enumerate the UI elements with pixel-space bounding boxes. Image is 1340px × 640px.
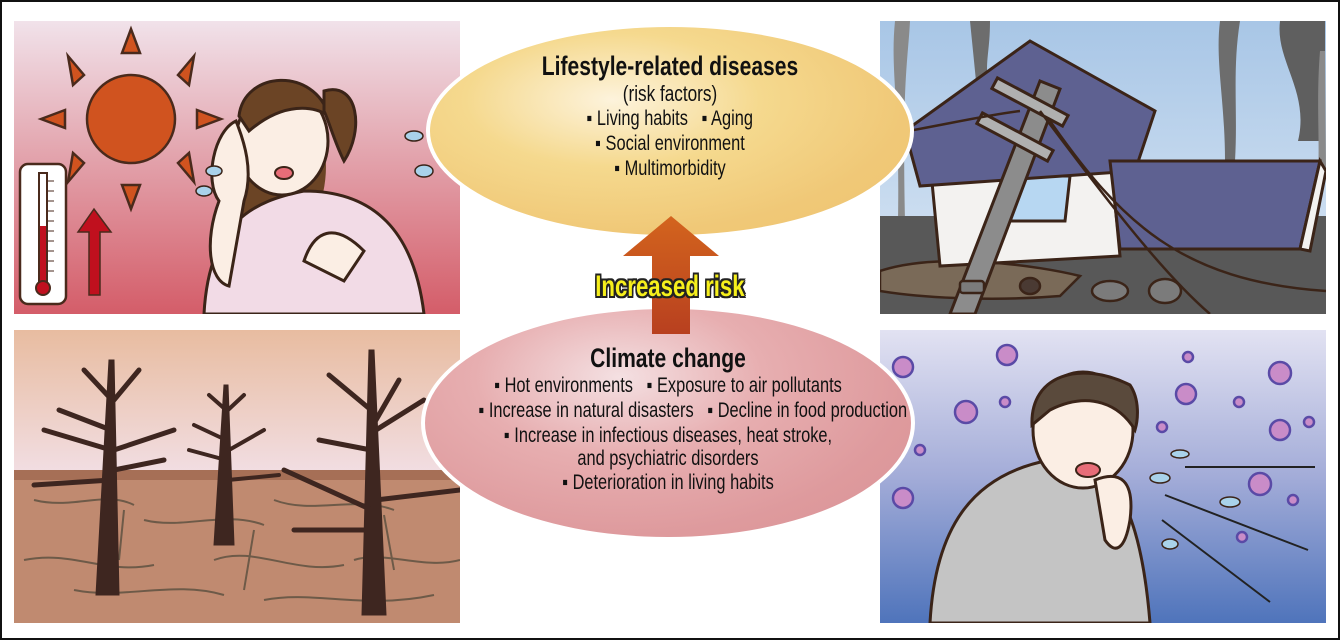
risk-factor-item: ▪ Multimorbidity [614, 157, 726, 180]
climate-factor-item: ▪ Deterioration in living habits [562, 471, 774, 494]
heat-stroke-panel [14, 21, 460, 314]
rising-arrow-icon [76, 207, 113, 296]
risk-factor-item: ▪ Social environment [595, 132, 745, 155]
increased-risk-label: Increased risk [560, 270, 780, 304]
cough-lines [1161, 466, 1315, 603]
climate-factor-item: ▪ Increase in infectious diseases, heat … [503, 424, 833, 447]
natural-disaster-panel [880, 21, 1326, 314]
coughing-man [928, 370, 1152, 623]
lifestyle-diseases-ellipse: Lifestyle-related diseases (risk factors… [426, 23, 914, 239]
increased-risk-text: Increased risk [595, 270, 745, 303]
dead-tree [31, 349, 460, 616]
risk-factor-item: ▪ Living habits ▪ Aging [586, 107, 754, 130]
lifestyle-diseases-title: Lifestyle-related diseases [541, 51, 799, 81]
increased-risk-arrow-icon [623, 216, 719, 334]
woman-figure [195, 78, 434, 314]
risk-factors-subtitle: (risk factors) [622, 81, 718, 106]
climate-factor-item-continued: and psychiatric disorders [577, 447, 759, 470]
climate-factor-item: ▪ Increase in natural disasters ▪ Declin… [478, 399, 908, 422]
climate-change-title: Climate change [590, 343, 746, 373]
thermometer-icon [18, 162, 68, 306]
smoke-plumes [893, 21, 1326, 221]
sun-icon [37, 25, 225, 213]
climate-change-ellipse: Climate change ▪ Hot environments ▪ Expo… [421, 305, 915, 541]
utility-pole [948, 75, 1071, 314]
rubble [958, 276, 1183, 305]
drought-panel [14, 330, 460, 623]
climate-factor-item: ▪ Hot environments ▪ Exposure to air pol… [494, 374, 842, 397]
infectious-disease-panel [880, 330, 1326, 623]
virus-icon [891, 343, 1293, 510]
